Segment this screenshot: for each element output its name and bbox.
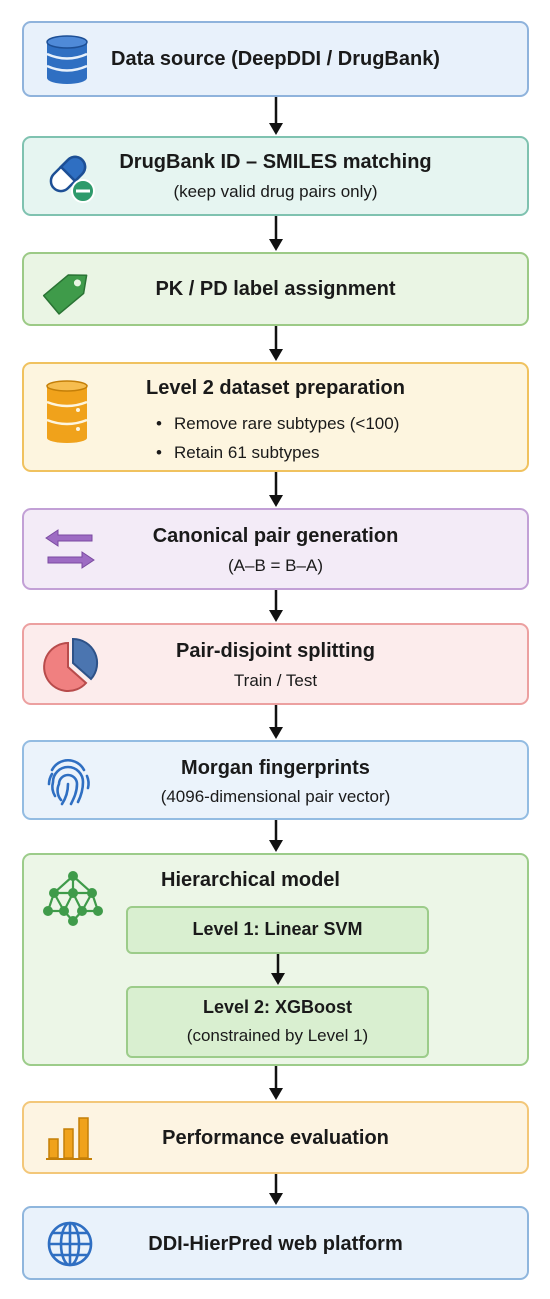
step-evaluation: Performance evaluation: [22, 1101, 529, 1174]
arrow-down-icon: [269, 326, 283, 361]
step-pair-splitting: Pair-disjoint splitting Train / Test: [22, 623, 529, 705]
step-web-platform: DDI-HierPred web platform: [22, 1206, 529, 1280]
fingerprint-icon: [47, 758, 90, 806]
step-title: Level 2 dataset preparation: [146, 377, 405, 399]
step-subtitle: (keep valid drug pairs only): [173, 182, 378, 201]
tag-icon: [42, 274, 88, 315]
arrow-down-icon: [269, 705, 283, 739]
step-hierarchical-model: Hierarchical model Level 1: Linear SVM L…: [22, 853, 529, 1066]
database-icon: [46, 35, 88, 84]
pie-chart-icon: [43, 637, 99, 692]
step-smiles-matching: DrugBank ID – SMILES matching (keep vali…: [22, 136, 529, 216]
arrow-down-icon: [269, 472, 283, 507]
arrow-down-icon: [269, 1174, 283, 1205]
level-subtitle: (constrained by Level 1): [186, 1026, 369, 1045]
arrow-down-icon: [269, 216, 283, 251]
step-canonical-pairs: Canonical pair generation (A–B = B–A): [22, 508, 529, 590]
swap-arrows-icon: [45, 529, 95, 569]
network-icon: [43, 871, 103, 926]
arrow-down-icon: [269, 820, 283, 852]
step-data-source: Data source (DeepDDI / DrugBank): [22, 21, 529, 97]
bullet-item: Retain 61 subtypes: [154, 438, 399, 467]
arrow-down-icon: [271, 954, 285, 985]
step-dataset-preparation: Level 2 dataset preparation Remove rare …: [22, 362, 529, 472]
bar-chart-icon: [46, 1117, 92, 1160]
step-fingerprints: Morgan fingerprints (4096-dimensional pa…: [22, 740, 529, 820]
level-1-box: Level 1: Linear SVM: [126, 906, 429, 954]
step-title: Data source (DeepDDI / DrugBank): [111, 48, 440, 70]
step-subtitle: (A–B = B–A): [228, 556, 323, 575]
step-subtitle: (4096-dimensional pair vector): [160, 787, 391, 806]
dataset-icon: [46, 380, 88, 443]
step-subtitle: Train / Test: [233, 671, 318, 690]
bullet-list: Remove rare subtypes (<100) Retain 61 su…: [154, 409, 399, 467]
bullet-item: Remove rare subtypes (<100): [154, 409, 399, 438]
step-label-assignment: PK / PD label assignment: [22, 252, 529, 326]
arrow-down-icon: [269, 97, 283, 135]
capsule-icon: [49, 155, 95, 203]
level-2-box: Level 2: XGBoost (constrained by Level 1…: [126, 986, 429, 1058]
step-title: Morgan fingerprints: [181, 757, 370, 779]
arrow-down-icon: [269, 1066, 283, 1100]
globe-icon: [47, 1221, 93, 1267]
step-title: PK / PD label assignment: [155, 278, 396, 300]
step-title: Hierarchical model: [161, 869, 340, 891]
arrow-down-icon: [269, 590, 283, 622]
level-title: Level 1: Linear SVM: [192, 919, 363, 939]
step-title: DDI-HierPred web platform: [148, 1233, 403, 1255]
step-title: DrugBank ID – SMILES matching: [119, 151, 432, 173]
step-title: Performance evaluation: [162, 1127, 389, 1149]
step-title: Pair-disjoint splitting: [176, 640, 375, 662]
step-title: Canonical pair generation: [152, 525, 399, 547]
level-title: Level 2: XGBoost: [202, 997, 353, 1017]
